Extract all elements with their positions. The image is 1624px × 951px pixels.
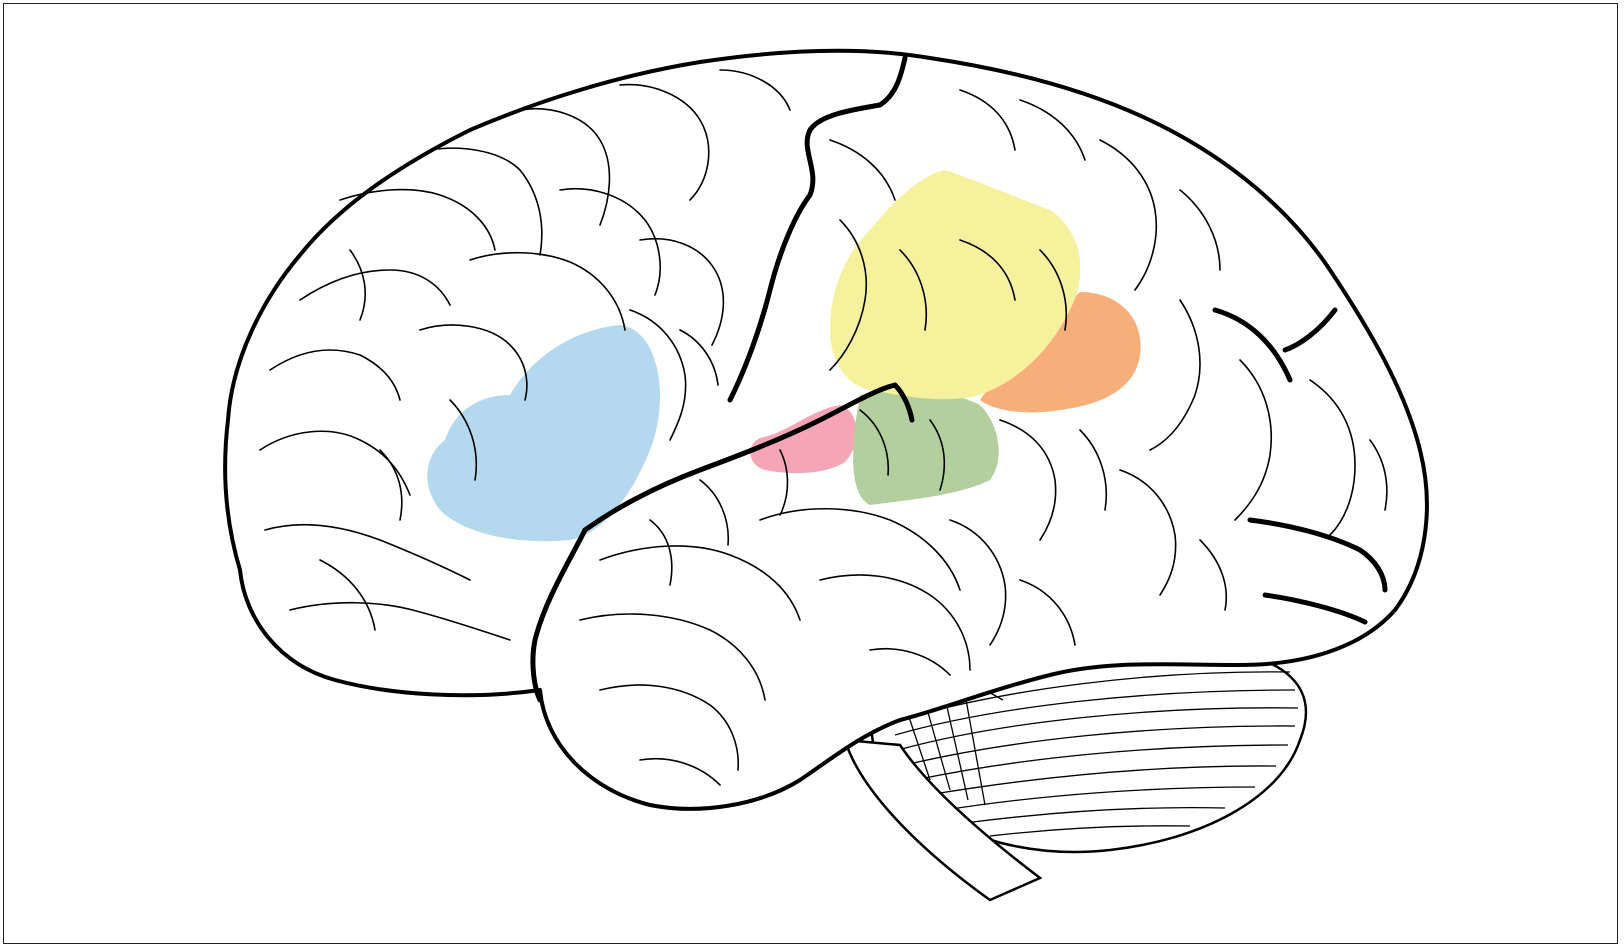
region-blue — [427, 325, 660, 542]
region-yellow — [830, 170, 1081, 400]
central-sulcus — [727, 55, 908, 403]
lateral-sulcus — [582, 382, 915, 533]
region-green — [853, 389, 999, 505]
region-pink — [750, 405, 857, 474]
brainstem — [843, 738, 1043, 902]
cerebellum — [843, 645, 1308, 902]
highlight-regions — [427, 170, 1141, 542]
region-orange — [980, 292, 1141, 413]
occipital-notch — [1247, 517, 1388, 625]
parieto-occipital-sulcus — [1212, 307, 1338, 383]
major-fissures — [530, 55, 1388, 703]
gyri-details — [259, 69, 1388, 786]
